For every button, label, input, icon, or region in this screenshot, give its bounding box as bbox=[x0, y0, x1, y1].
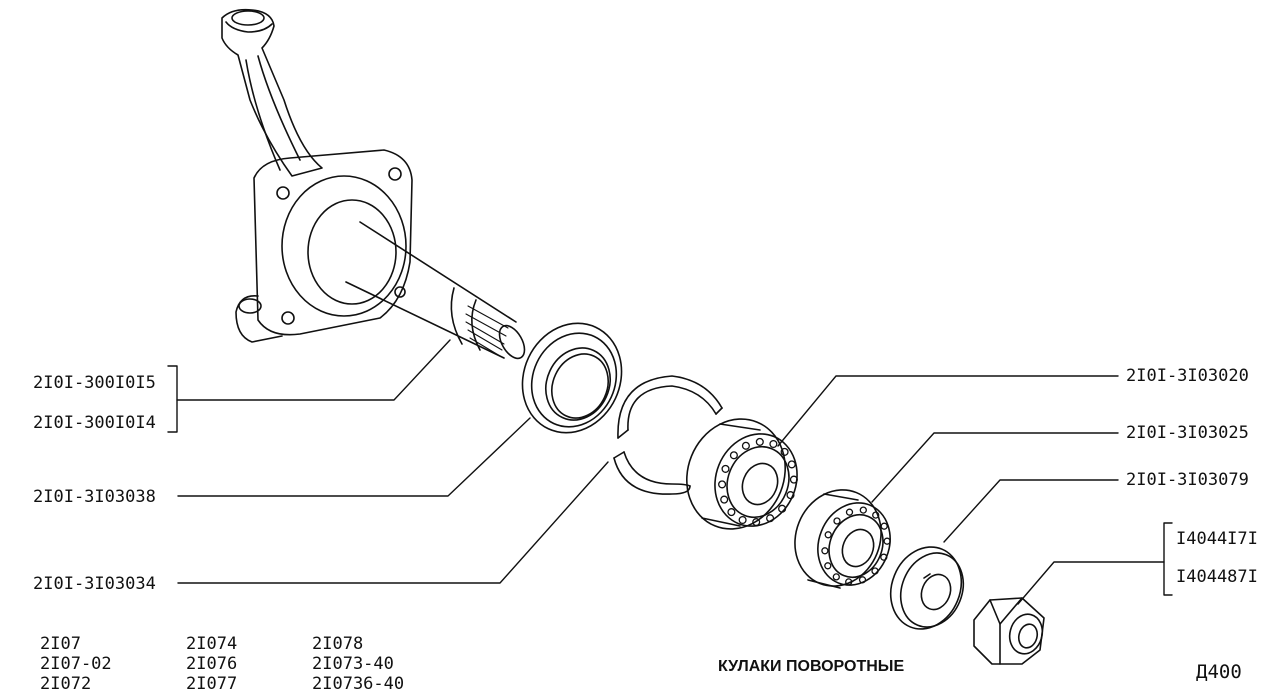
model-list-item: 2I07-02 bbox=[40, 654, 112, 674]
callout-knuckle-a: 2I0I-300I0I5 bbox=[33, 373, 156, 393]
bearing-ball bbox=[718, 480, 727, 489]
bearing-ball bbox=[833, 517, 841, 525]
bearing-ball bbox=[787, 460, 796, 469]
bearing-ball bbox=[824, 531, 832, 539]
model-list-item: 2I077 bbox=[186, 674, 238, 694]
bearing-ball bbox=[789, 475, 798, 484]
bearing-ball bbox=[832, 573, 840, 581]
bearing-ball bbox=[858, 576, 867, 584]
bearing-ball bbox=[720, 495, 729, 504]
bearing-ball bbox=[845, 508, 854, 516]
bearing-ball bbox=[824, 562, 832, 570]
callout-nut-a: I4044I7I bbox=[1176, 529, 1258, 549]
bearing-ball bbox=[766, 514, 775, 523]
bearing-ball bbox=[845, 578, 853, 586]
bearing-ball bbox=[769, 439, 778, 449]
bearing-ball bbox=[883, 537, 891, 545]
model-list-item: 2I078 bbox=[312, 634, 364, 654]
bearing-ball bbox=[741, 441, 750, 450]
callout-seal: 2I0I-3I03038 bbox=[33, 487, 156, 507]
model-list-item: 2I073-40 bbox=[312, 654, 394, 674]
bearing-ball bbox=[880, 553, 888, 561]
model-list-item: 2I07 bbox=[40, 634, 81, 654]
bearing-ball bbox=[880, 522, 888, 530]
bearing-ball bbox=[778, 504, 787, 513]
sheet-code: Д400 bbox=[1196, 661, 1242, 683]
callout-bearing-inner: 2I0I-3I03020 bbox=[1126, 366, 1249, 386]
thrust-washer bbox=[889, 546, 965, 630]
callout-washer: 2I0I-3I03079 bbox=[1126, 470, 1249, 490]
model-list-item: 2I076 bbox=[186, 654, 238, 674]
bearing-ball bbox=[721, 464, 730, 473]
model-list-item: 2I072 bbox=[40, 674, 92, 694]
bearing-ball bbox=[755, 437, 764, 446]
leader-lines bbox=[167, 339, 1173, 605]
model-list-item: 2I074 bbox=[186, 634, 238, 654]
bearing-ball bbox=[752, 518, 761, 527]
bearing-ball bbox=[871, 567, 879, 575]
bearing-ball bbox=[780, 447, 789, 456]
callout-spacer-ring: 2I0I-3I03034 bbox=[33, 574, 156, 594]
bearing-ball bbox=[786, 491, 795, 500]
bearing-ball bbox=[738, 515, 747, 525]
model-list-item: 2I0736-40 bbox=[312, 674, 405, 694]
bearing-inner bbox=[685, 418, 798, 530]
bearing-balls bbox=[718, 437, 891, 586]
bearing-ball bbox=[859, 506, 867, 514]
diagram-title: КУЛАКИ ПОВОРОТНЫЕ bbox=[718, 658, 905, 675]
callout-knuckle-b: 2I0I-300I0I4 bbox=[33, 413, 156, 433]
bearing-ball bbox=[727, 508, 736, 517]
bearing-ball bbox=[729, 451, 738, 460]
bearing-ball bbox=[821, 547, 829, 555]
callout-nut-b: I404487I bbox=[1176, 567, 1258, 587]
hub-nut bbox=[973, 597, 1045, 665]
bearing-outer bbox=[794, 489, 891, 589]
seal-ring bbox=[521, 322, 623, 434]
steering-knuckle bbox=[221, 8, 526, 360]
bearing-ball bbox=[872, 511, 880, 519]
callout-bearing-outer: 2I0I-3I03025 bbox=[1126, 423, 1249, 443]
